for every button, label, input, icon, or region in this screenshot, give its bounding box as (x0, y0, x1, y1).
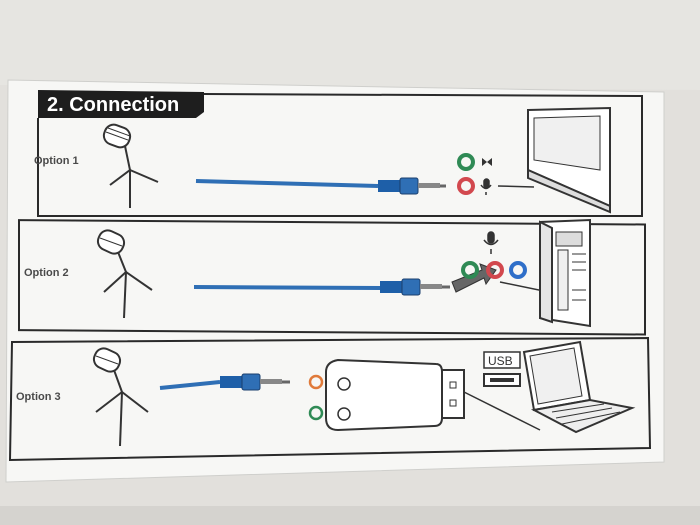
audio-cable-2 (193, 278, 450, 296)
instruction-card: 2. Connection Option 1 (5, 79, 665, 483)
microphone-icon (96, 229, 153, 319)
laptop-icon (522, 340, 636, 434)
option-2-label: Option 2 (24, 267, 69, 279)
jack-green-3 (308, 405, 324, 421)
option-1-label: Option 1 (34, 155, 79, 167)
usb-port: USB (483, 351, 521, 387)
option-2-row: Option 2 (24, 218, 591, 328)
jack-green-1 (457, 153, 475, 171)
option-3-row: Option 3 (16, 340, 636, 447)
jack-pink-1 (457, 177, 475, 195)
jack-blue-2 (509, 261, 527, 279)
section-title-tab: 2. Connection (38, 90, 204, 118)
jack-pink-2 (486, 261, 504, 279)
desktop-tower-icon (539, 218, 591, 328)
microphone-icon (92, 347, 149, 447)
microphone-small-icon (480, 178, 492, 195)
jack-green-2 (461, 261, 479, 279)
option-3-label: Option 3 (16, 391, 61, 403)
usb-label: USB (488, 354, 513, 368)
option-panels (8, 93, 652, 462)
laptop-icon (527, 106, 611, 214)
audio-cable-3 (159, 373, 290, 391)
jack-orange-3 (308, 374, 324, 390)
option-1-row: Option 1 (34, 106, 611, 214)
microphone-small-icon (483, 231, 499, 254)
headphone-icon (482, 158, 492, 166)
microphone-icon (102, 123, 159, 208)
audio-cable-1 (195, 177, 446, 195)
sound-card-adapter-icon (325, 358, 465, 432)
section-title: 2. Connection (47, 94, 179, 116)
